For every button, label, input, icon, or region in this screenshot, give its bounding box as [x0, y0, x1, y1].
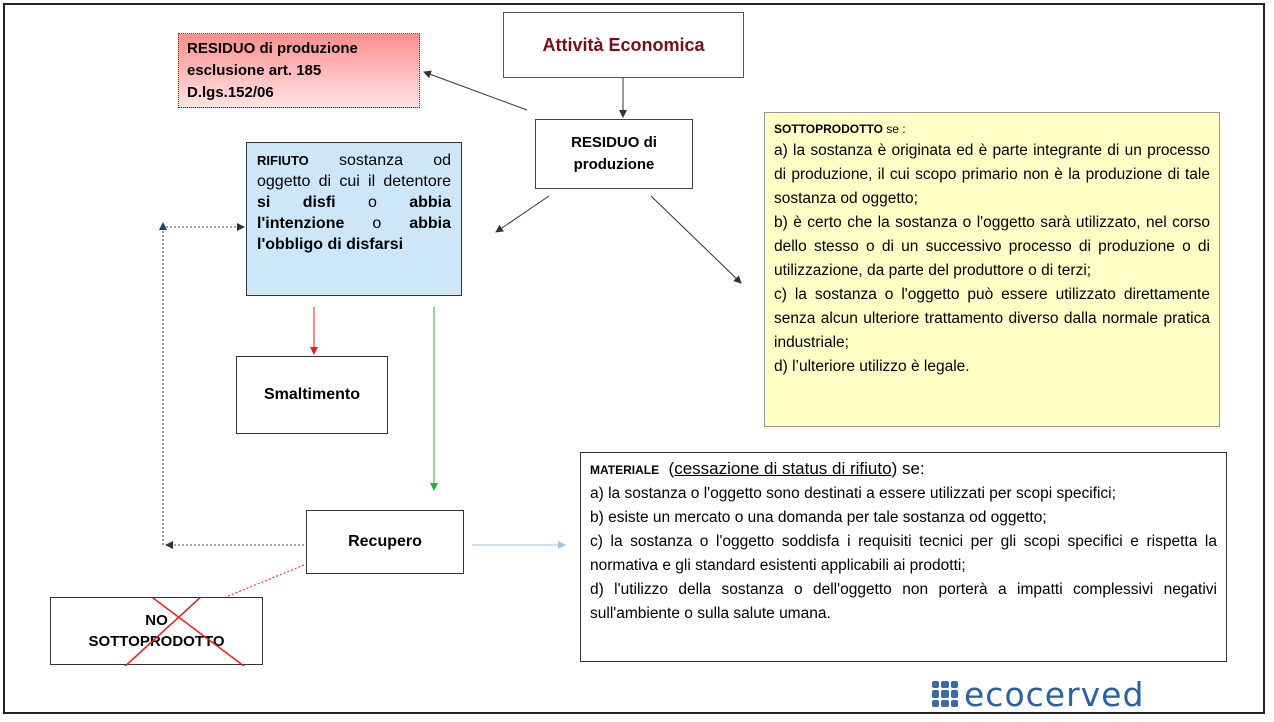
smaltimento-label: Smaltimento — [263, 386, 360, 403]
materiale-title: MATERIALE — [590, 463, 660, 477]
rifiuto-si-disfi: si disfi — [257, 194, 336, 211]
sottoprodotto-item: d) l’ulteriore utilizzo è legale. — [774, 358, 970, 375]
residuo-esclusione-line: RESIDUO di produzione — [187, 40, 358, 57]
residuo-esclusione-line: esclusione art. 185 — [187, 62, 322, 79]
materiale-title-rest: ) se: — [891, 459, 925, 478]
no-sottoprodotto-line: NO — [145, 612, 168, 629]
rifiuto-intenzione: abbia l'intenzione — [257, 194, 451, 232]
sottoprodotto-item: a) la sostanza è originata ed è parte in… — [774, 142, 1210, 207]
ecocerved-logo: ecocerved — [932, 674, 1222, 714]
materiale-item: c) la sostanza o l'oggetto soddisfa i re… — [590, 533, 1217, 574]
attivita-economica-box: Attività Economica — [503, 12, 744, 78]
residuo-line: RESIDUO di — [571, 134, 657, 151]
materiale-item: a) la sostanza o l'oggetto sono destinat… — [590, 485, 1116, 502]
rifiuto-text: sostanza od oggetto di cui il detentore — [257, 152, 451, 190]
residuo-esclusione-line: D.lgs.152/06 — [187, 84, 274, 101]
rifiuto-text: o — [344, 215, 410, 232]
no-sottoprodotto-box: NO SOTTOPRODOTTO — [50, 597, 263, 666]
sottoprodotto-title-rest: se : — [882, 122, 906, 136]
materiale-item: b) esiste un mercato o una domanda per t… — [590, 509, 1047, 526]
residuo-produzione-box: RESIDUO di produzione — [535, 119, 693, 189]
residuo-esclusione-box: RESIDUO di produzione esclusione art. 18… — [178, 33, 420, 108]
materiale-item: d) l'utilizzo della sostanza o dell'ogge… — [590, 581, 1217, 622]
materiale-box: MATERIALE (cessazione di status di rifiu… — [580, 452, 1227, 662]
ecocerved-logo-mark-icon — [932, 681, 958, 707]
attivita-label: Attività Economica — [542, 34, 705, 55]
recupero-box: Recupero — [306, 510, 464, 574]
rifiuto-box: RIFIUTO sostanza od oggetto di cui il de… — [246, 142, 462, 296]
smaltimento-box: Smaltimento — [236, 356, 388, 434]
rifiuto-title: RIFIUTO — [257, 153, 309, 168]
sottoprodotto-item: b) è certo che la sostanza o l'oggetto s… — [774, 214, 1210, 279]
cross-out-mark — [124, 598, 246, 666]
sottoprodotto-box: SOTTOPRODOTTO se : a) la sostanza è orig… — [764, 112, 1220, 427]
sottoprodotto-title: SOTTOPRODOTTO — [774, 122, 883, 136]
sottoprodotto-item: c) la sostanza o l'oggetto può essere ut… — [774, 286, 1210, 351]
rifiuto-text: o — [335, 194, 410, 211]
recupero-label: Recupero — [348, 533, 422, 550]
no-sottoprodotto-line: SOTTOPRODOTTO — [88, 633, 225, 650]
logo-text: ecocerved — [964, 674, 1145, 714]
residuo-line: produzione — [573, 156, 655, 173]
slide-frame — [3, 3, 1265, 714]
rifiuto-obbligo: abbia l'obbligo di disfarsi — [257, 215, 451, 253]
materiale-subtitle: cessazione di status di rifiuto — [674, 459, 892, 478]
